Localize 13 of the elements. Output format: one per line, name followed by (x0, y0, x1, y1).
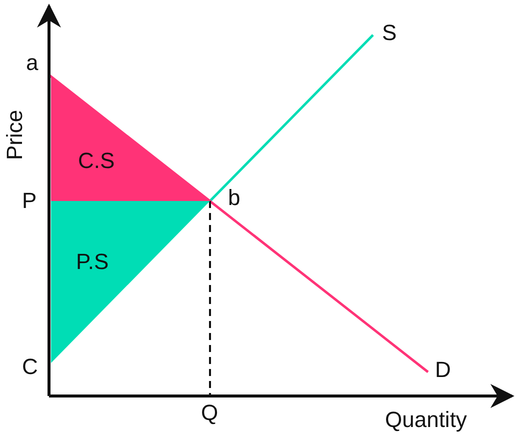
surplus-triangle (51, 201, 210, 363)
axis-point-label: a (26, 52, 38, 74)
line-label: S (382, 22, 397, 44)
area-label: P.S (76, 251, 109, 273)
surplus-triangle (51, 77, 210, 201)
axis-title: Price (4, 110, 26, 160)
axis-point-label: Q (201, 402, 218, 424)
point-label: b (228, 187, 240, 209)
axis-title: Quantity (385, 409, 467, 431)
axis-point-label: P (22, 190, 37, 212)
line-label: D (435, 359, 451, 381)
area-label: C.S (78, 150, 115, 172)
axis-point-label: C (22, 356, 38, 378)
